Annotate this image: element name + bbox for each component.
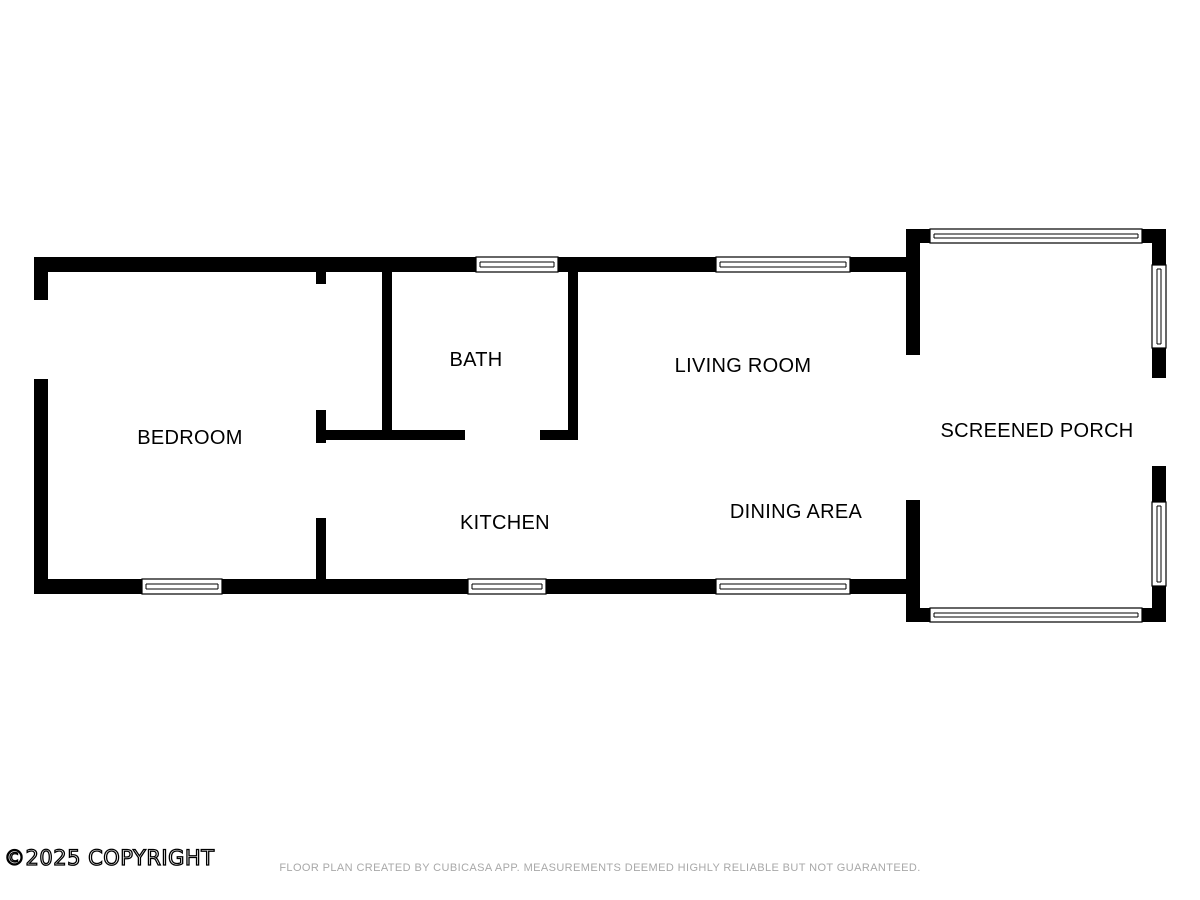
label-kitchen: KITCHEN [460,512,550,534]
window-dining-bottom [715,578,851,595]
label-living-room: LIVING ROOM [675,355,812,377]
wall-bottom-right [850,579,908,594]
wall-bottom-middle-b [546,579,716,594]
wall-porch-left-lower [906,500,920,622]
wall-porch-right-bottom [1152,586,1166,622]
wall-bedroom-partition-bottom [316,518,326,594]
wall-porch-right-top [1152,229,1166,265]
wall-top-left [34,257,476,272]
window-bedroom-bottom [141,578,223,595]
wall-porch-right-mid-upper [1152,348,1166,378]
windows [141,228,1167,623]
wall-porch-left-upper [906,229,920,355]
room-labels: BEDROOM BATH LIVING ROOM KITCHEN DINING … [137,349,1133,534]
wall-bath-bottom-left [316,430,465,440]
wall-bedroom-partition-middle [316,410,326,443]
wall-bath-bottom-right [540,430,578,440]
window-porch-bottom [929,607,1143,623]
wall-bottom-left [34,579,142,594]
label-bath: BATH [449,349,502,371]
label-bedroom: BEDROOM [137,427,242,449]
wall-porch-right-mid-lower [1152,466,1166,502]
window-kitchen-bottom [467,578,547,595]
window-porch-right-lower [1151,501,1167,587]
wall-left-upper [34,257,48,300]
wall-top-right [850,257,908,272]
window-bath-top [475,256,559,273]
wall-bedroom-partition-top [316,257,326,284]
window-porch-top [929,228,1143,244]
label-screened-porch: SCREENED PORCH [940,420,1133,442]
label-dining-area: DINING AREA [730,501,863,523]
wall-top-middle [558,257,716,272]
wall-bath-left [382,257,392,440]
wall-bath-right [568,257,578,440]
window-porch-right-upper [1151,264,1167,349]
window-living-top [715,256,851,273]
wall-left-lower [34,379,48,594]
floor-plan-disclaimer: FLOOR PLAN CREATED BY CUBICASA APP. MEAS… [279,862,921,874]
wall-bottom-middle-a [222,579,468,594]
walls [34,229,1166,622]
copyright-watermark: ©2025 COPYRIGHT [3,845,215,870]
